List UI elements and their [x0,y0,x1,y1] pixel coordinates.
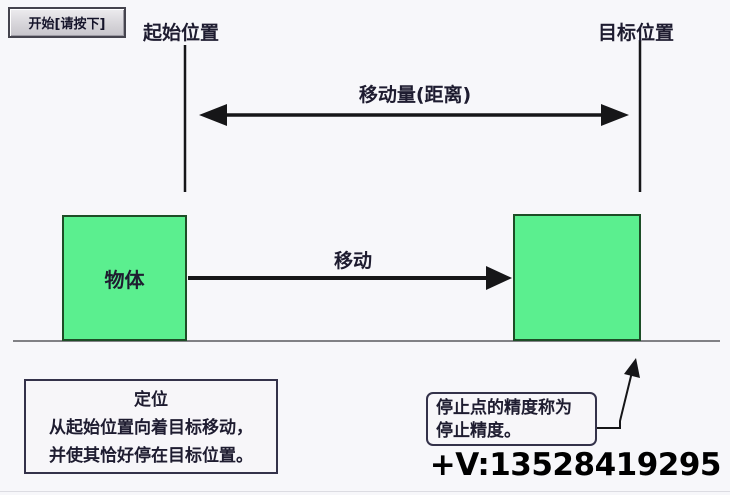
start-button[interactable]: 开始[请按下] [8,7,126,38]
object-box-target [513,214,641,341]
positioning-note-line1: 从起始位置向着目标移动， [49,418,253,438]
bottom-edge-line [0,491,730,492]
stop-accuracy-note-box: 停止点的精度称为 停止精度。 [426,392,597,446]
positioning-note-box: 定位 从起始位置向着目标移动， 并使其恰好停在目标位置。 [24,379,278,474]
object-box-start: 物体 [62,215,187,341]
object-label: 物体 [104,267,145,292]
stop-accuracy-line2: 停止精度。 [436,421,521,441]
start-position-label: 起始位置 [143,22,220,44]
stop-point-callout-arrow-icon [597,358,640,429]
positioning-note-title: 定位 [134,390,168,410]
distance-label: 移动量(距离) [358,84,472,106]
positioning-note-line2: 并使其恰好停在目标位置。 [49,446,253,466]
watermark-text: +V:13528419295 [429,447,722,483]
move-label: 移动 [333,250,372,272]
stop-accuracy-line1: 停止点的精度称为 [436,398,572,418]
distance-double-arrow-icon [199,104,629,126]
move-arrow-icon [188,266,512,290]
target-position-label: 目标位置 [598,22,675,44]
